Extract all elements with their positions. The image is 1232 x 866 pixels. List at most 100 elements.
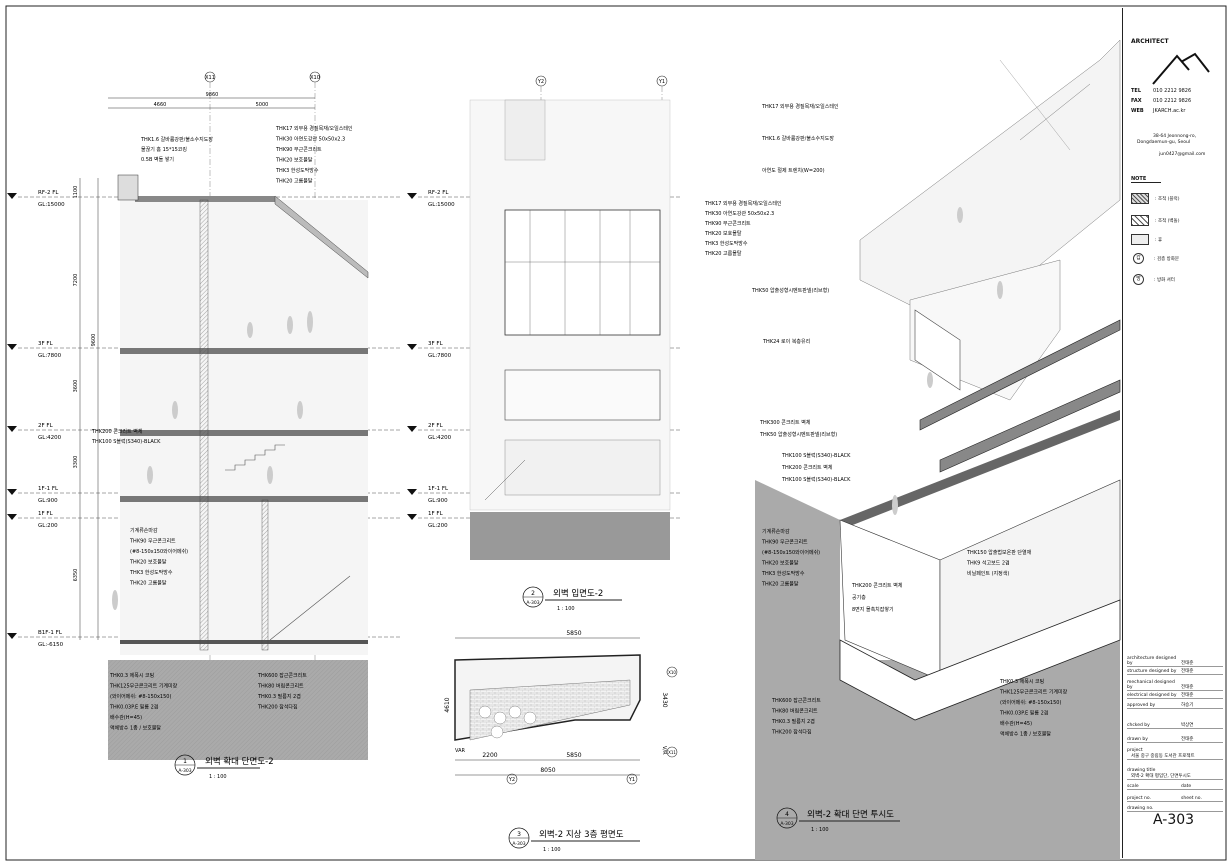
persp-top-note-2: 아연도 절제 트렌치(W=200) — [762, 167, 825, 174]
plan-grid-y2: Y2 — [508, 777, 515, 783]
section-level-name-0: RF-2 FL — [38, 190, 59, 196]
drawing-0-title: 외벽 확대 단면도-2 — [205, 756, 274, 767]
plan-dim-right: 3430 — [661, 692, 668, 707]
section-level-gl-2: GL:4200 — [38, 435, 62, 441]
email: jun0427@gmail.com — [1159, 152, 1206, 157]
row-value: sheet no. — [1181, 796, 1202, 801]
section-roof-left-note-2: 0.5B 벽돌 쌓기 — [141, 156, 174, 163]
section-base-left-note-1: THK125무근콘크리트 기계미장 — [109, 683, 178, 690]
vdim-2: 9600 — [91, 334, 97, 347]
persp-mid-note-5: THK20 고름몰탈 — [704, 250, 742, 257]
drawing-3-number: 4 — [785, 811, 789, 818]
dim-total: 9860 — [206, 92, 219, 98]
drawing-1-scale: 1 : 100 — [557, 606, 575, 612]
persp-base-right-note-0: THK0.3 에폭시 코팅 — [999, 678, 1044, 685]
grid-x11: X11 — [205, 75, 215, 81]
elevation-level-name-0: RF-2 FL — [428, 190, 449, 196]
section-roof-right-note-0: THK17 외부용 경질목재/오일스테인 — [275, 125, 353, 132]
row-value: date — [1181, 784, 1192, 789]
row-label: project — [1127, 748, 1143, 753]
section-roof-right-note-3: THK20 보호몰탈 — [275, 157, 313, 164]
section-lower-note-0: 기계류손마감 — [130, 527, 158, 534]
plan-dim-left: 4610 — [444, 697, 451, 712]
note-row-3: 갑: 검층 방화문 — [1131, 253, 1179, 264]
plan-grid-x10: X10 — [668, 670, 676, 675]
plan-dim-top: 5850 — [566, 630, 581, 637]
plan-drawing: 5850 2200 5850 8050 3430 4610 VAR V/R Y2… — [444, 630, 678, 785]
level-marker-icon — [7, 426, 17, 432]
level-marker-icon — [407, 344, 417, 350]
persp-glass-note: THK24 로이 복층유리 — [762, 338, 810, 345]
row-label: scale — [1127, 784, 1139, 789]
persp-top-note-0: THK17 외부용 경질목재/오일스테인 — [761, 103, 839, 110]
drawing-3-title: 외벽-2 확대 단면 투시도 — [807, 809, 894, 820]
persp-left-note-3: THK20 보호몰탈 — [761, 560, 799, 567]
elev-grid-y2: Y2 — [537, 79, 544, 85]
address-1: 38-64 Jeonnong-ro, — [1153, 134, 1197, 139]
row-label: approved by — [1127, 703, 1156, 708]
row-label: drawing no. — [1127, 806, 1154, 811]
row-label: drawn by — [1127, 737, 1148, 742]
section-level-name-3: 1F-1 FL — [38, 486, 59, 492]
section-roof-right-note-4: THK3 한성도막방수 — [275, 167, 319, 174]
elevation-level-gl-0: GL:15000 — [428, 202, 455, 208]
note-row-1: : 조적 (벽돌) — [1131, 215, 1179, 226]
section-roof-right-note-2: THK90 무근콘크리트 — [275, 146, 322, 153]
row-value: 전태준 — [1181, 737, 1194, 742]
section-level-name-5: B1F-1 FL — [38, 630, 63, 636]
persp-mid-note-1: THK30 아연도강관 50x50x2.3 — [704, 210, 774, 217]
drawing-2-title: 외벽-2 지상 3층 평면도 — [539, 829, 624, 840]
row-label: mechanical designed by — [1127, 680, 1175, 690]
row-value: 전태준 — [1181, 685, 1194, 690]
section-lower-note-2: (#8-150x150와이어메쉬) — [130, 548, 188, 555]
section-base-left-note-0: THK0.3 에폭시 코팅 — [109, 672, 154, 679]
level-marker-icon — [7, 193, 17, 199]
level-marker-icon — [407, 426, 417, 432]
persp-left-note-2: (#8-150x150와이어메쉬) — [762, 549, 820, 556]
address-2: Dongdaemun-gu, Seoul — [1137, 140, 1191, 145]
persp-wall-note-1: THK50 압출성형시멘트판넬(리브형) — [759, 431, 837, 438]
section-base-right-note-3: THK200 잡석다짐 — [257, 704, 298, 711]
persp-wall-note-0: THK300 콘크리트 벽체 — [759, 419, 811, 426]
plan-dim-b2: 5850 — [566, 752, 581, 759]
section-level-gl-1: GL:7800 — [38, 353, 62, 359]
web-value: JKARCH.ac.kr — [1153, 108, 1186, 114]
tel-value: 010 2212 9826 — [1153, 88, 1192, 94]
persp-base-left-note-2: THK0.3 필름지 2겹 — [771, 718, 815, 725]
title-block-row: project no.sheet no. — [1127, 796, 1223, 802]
persp-base-left-note-0: THK600 잡근콘크리트 — [771, 697, 821, 704]
vdim-0: 1100 — [73, 186, 79, 199]
persp-block-note-1: THK200 콘크리트 벽체 — [781, 464, 833, 471]
persp-base-right-note-2: (와이어메쉬: #8-150x150) — [1000, 699, 1061, 706]
row-value: 외벽-2 확대 평입단, 단면투시도 — [1131, 774, 1191, 779]
persp-block-note-2: THK100 S블럭(S340)-BLACK — [781, 476, 851, 483]
title-block-row: drawing no. — [1127, 806, 1223, 812]
elev-grid-y1: Y1 — [658, 79, 665, 85]
fire-shutter-icon: 방 — [1133, 274, 1144, 285]
perspective-drawing: THK17 외부용 경질목재/오일스테인 THK1.6 갈바륨강판/불소수지도장아… — [704, 39, 1121, 860]
level-marker-icon — [407, 489, 417, 495]
persp-mid-note-3: THK20 보호몰탈 — [704, 230, 742, 237]
title-block-row: scale date — [1127, 784, 1223, 790]
section-lower-note-5: THK20 고름몰탈 — [129, 580, 167, 587]
drawing-2-scale: 1 : 100 — [543, 847, 561, 853]
persp-mid-note-2: THK90 무근콘크리트 — [704, 220, 751, 227]
section-level-name-4: 1F FL — [38, 511, 54, 517]
section-mid-note-1: THK100 S블럭(S340)-BLACK — [91, 438, 161, 445]
persp-wall2-note-0: THK200 콘크리트 벽체 — [851, 582, 903, 589]
plan-dim-total: 8050 — [540, 767, 555, 774]
elevation-level-gl-2: GL:4200 — [428, 435, 452, 441]
sheet-border — [5, 5, 1227, 861]
note-row-4: 방: 방화 셔터 — [1131, 274, 1175, 285]
persp-top-note-1: THK1.6 갈바륨강판/불소수지도장 — [761, 135, 834, 142]
persp-base-right-note-3: THK0.03P.E 필름 2겹 — [999, 710, 1048, 717]
drawing-1-ref: A-303 — [526, 600, 539, 606]
